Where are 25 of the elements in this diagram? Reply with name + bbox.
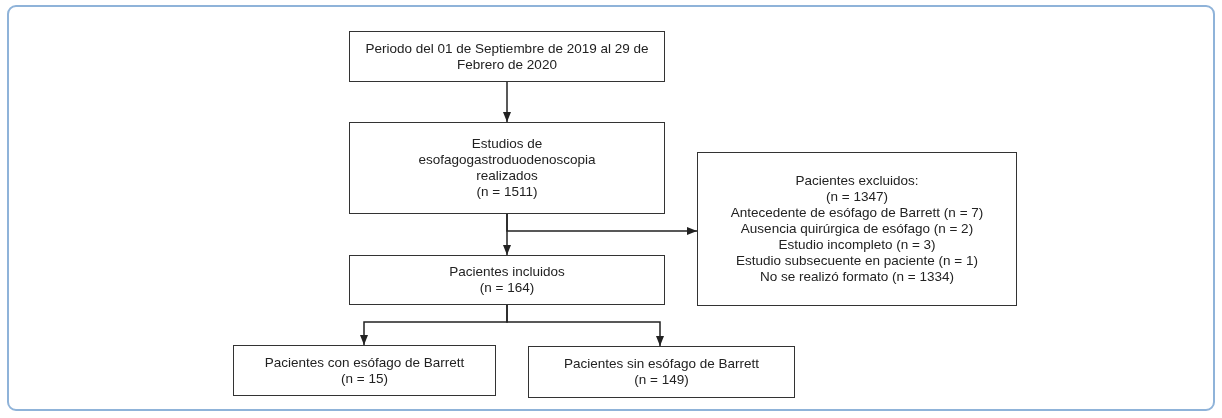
process-box [349,255,665,305]
box-text: Estudio incompleto (n = 3) [778,237,936,253]
box-text: Periodo del 01 de Septiembre de 2019 al 29 de Febrero de 2020 [364,40,650,73]
process-box [233,345,496,396]
box-text: (n = 15) [341,370,388,387]
box-text: (n = 164) [479,280,535,296]
box-text: Pacientes con esófago de Barrett [264,354,465,371]
box-text: Ausencia quirúrgica de esófago (n = 2) [740,221,974,237]
process-box [349,31,665,82]
box-text: (n = 149) [634,372,689,388]
process-box [528,346,795,398]
process-box [697,152,1017,306]
box-text: Antecedente de esófago de Barrett (n = 7) [730,205,984,221]
arrow [506,304,665,347]
box-text: Estudio subsecuente en paciente (n = 1) [735,253,978,269]
box-text: Pacientes excluidos: [795,173,919,189]
box-text: (n = 1347) [826,189,888,205]
box-text: Estudios de esofagogastroduodenoscopia realizados [417,136,597,184]
arrow [502,213,512,256]
box-text: No se realizó formato (n = 1334) [760,269,954,285]
arrow [502,81,512,123]
process-box [349,122,665,214]
box-text: (n = 1511) [476,184,538,200]
box-text: Pacientes incluidos [449,264,565,280]
box-text: Pacientes sin esófago de Barrett [563,356,760,372]
